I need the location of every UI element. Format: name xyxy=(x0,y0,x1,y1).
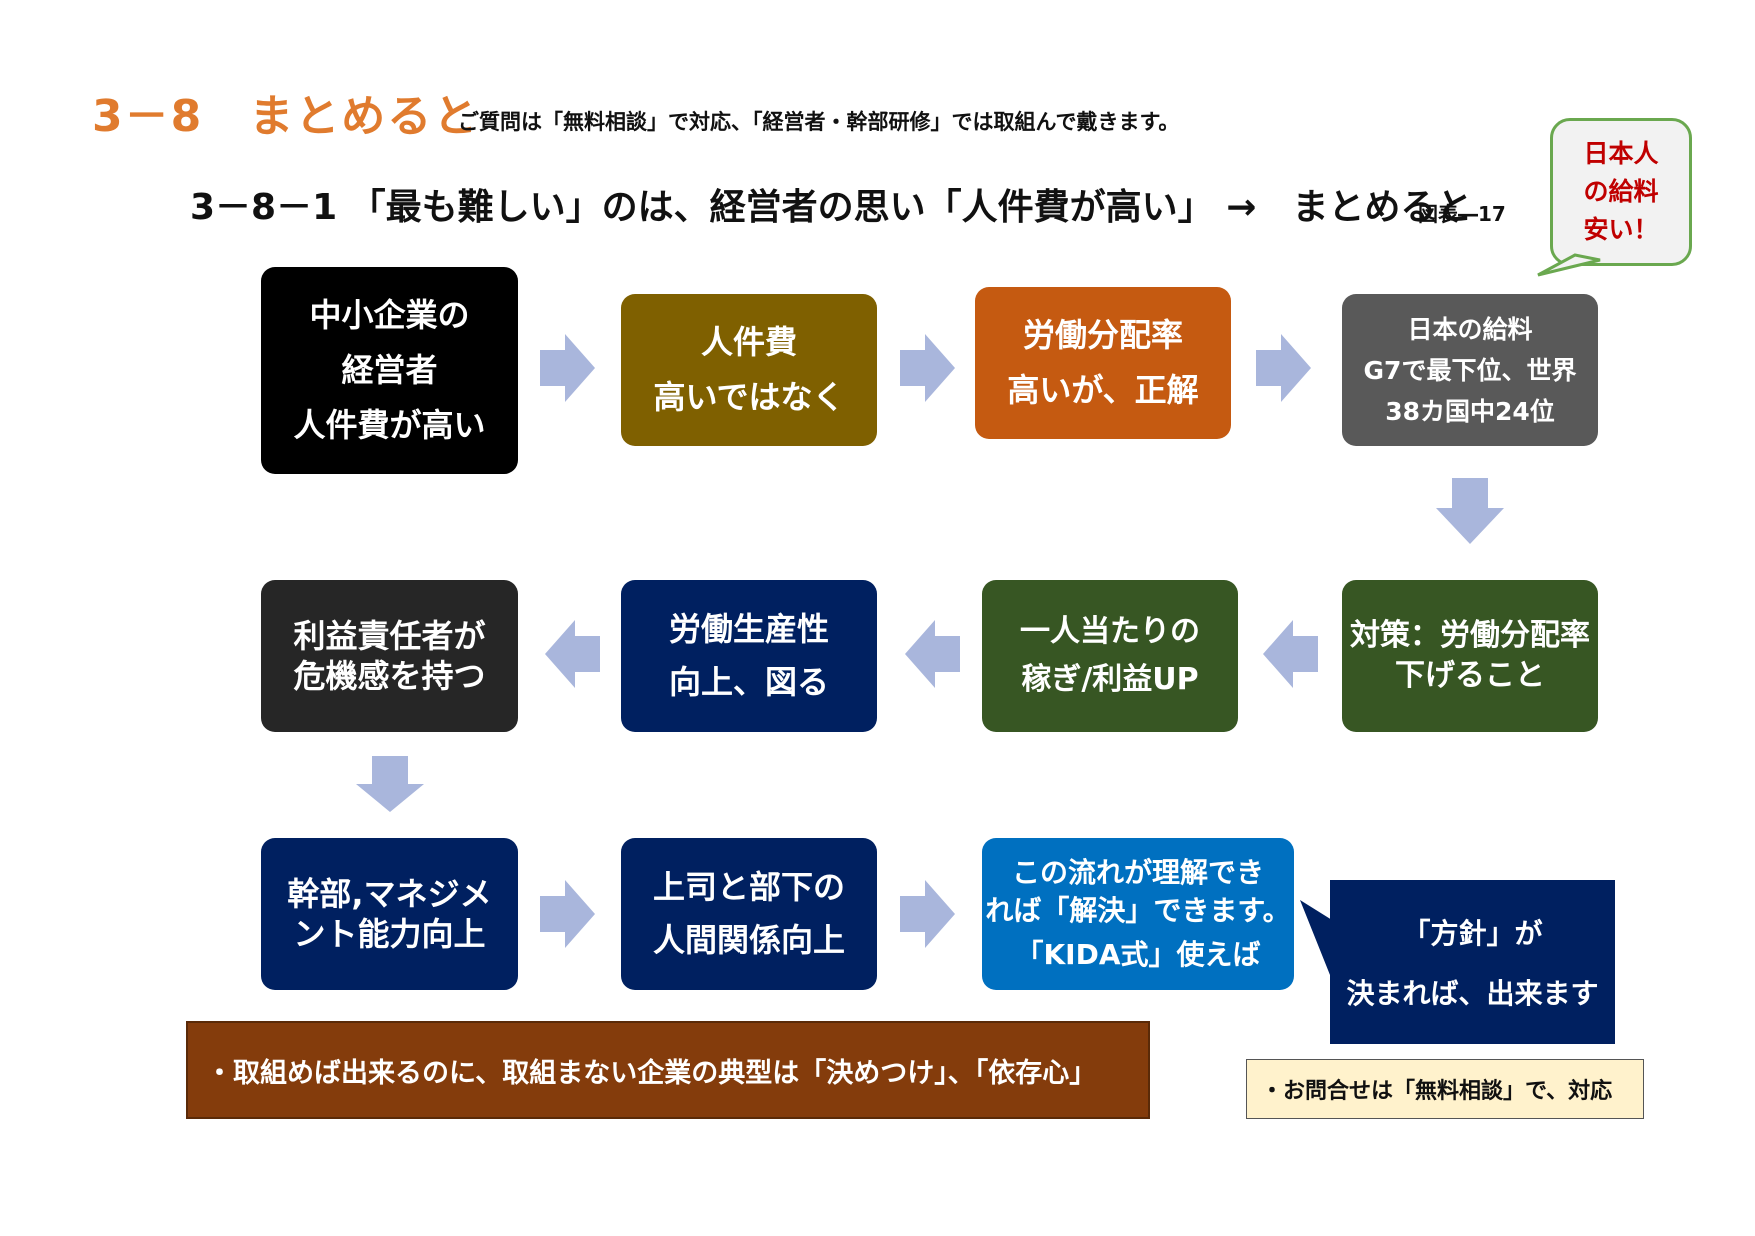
box-line: ント能力向上 xyxy=(293,915,486,953)
japan-salary-callout: 日本人 の給料 安い！ xyxy=(1550,118,1692,266)
box-line: 一人当たりの xyxy=(1020,614,1200,649)
callout-line-2: の給料 xyxy=(1583,177,1659,206)
box-labor-cost: 人件費 高いではなく xyxy=(621,294,877,446)
box-earnings-up: 一人当たりの 稼ぎ/利益UP xyxy=(982,580,1238,732)
callout-line-1: 日本人 xyxy=(1583,139,1659,168)
section-title: 3－8 まとめると xyxy=(92,91,480,142)
box-line: 人間関係向上 xyxy=(652,921,845,959)
callout-tail xyxy=(1537,253,1601,277)
typical-company-banner: ・取組めば出来るのに、取組まない企業の典型は「決めつけ」、「依存心」 xyxy=(186,1021,1150,1119)
box-line: 人件費 xyxy=(700,323,797,361)
policy-bubble: 「方針」が 決まれば、出来ます xyxy=(1330,880,1615,1044)
arrow-right-1 xyxy=(540,334,595,402)
box-line: 日本の給料 xyxy=(1407,314,1533,344)
box-countermeasure: 対策：労働分配率 下げること xyxy=(1342,580,1598,732)
box-management-skill: 幹部,マネジメ ント能力向上 xyxy=(261,838,518,990)
box-sme-manager: 中小企業の 経営者 人件費が高い xyxy=(261,267,518,474)
box-line: れば「解決」できます。 xyxy=(985,894,1291,927)
box-line: 危機感を持つ xyxy=(293,657,486,695)
inquiry-note: ・お問合せは「無料相談」で、対応 xyxy=(1246,1059,1644,1119)
box-line: G7で最下位、世界 xyxy=(1363,355,1577,385)
arrow-right-3 xyxy=(1256,334,1311,402)
box-labor-share: 労働分配率 高いが、正解 xyxy=(975,287,1231,439)
box-line: 中小企業の xyxy=(309,296,470,334)
bubble-tail xyxy=(1300,900,1332,980)
box-japan-salary: 日本の給料 G7で最下位、世界 38カ国中24位 xyxy=(1342,294,1598,446)
box-line: この流れが理解でき xyxy=(1011,856,1264,889)
box-line: 幹部,マネジメ xyxy=(287,875,492,913)
box-line: 稼ぎ/利益UP xyxy=(1021,662,1199,697)
box-line: 38カ国中24位 xyxy=(1385,396,1555,426)
box-line: 高いではなく xyxy=(653,378,845,416)
bubble-line-2: 決まれば、出来ます xyxy=(1346,977,1599,1010)
arrow-right-5 xyxy=(900,880,955,948)
arrow-down-2 xyxy=(356,756,424,812)
arrow-right-2 xyxy=(900,334,955,402)
callout-line-3: 安い！ xyxy=(1583,215,1659,244)
box-line: 高いが、正解 xyxy=(1007,371,1199,409)
arrow-left-2 xyxy=(905,620,960,688)
box-line: 利益責任者が xyxy=(293,617,486,655)
box-kida-method: この流れが理解でき れば「解決」できます。 「KIDA式」使えば xyxy=(982,838,1294,990)
box-line: 下げること xyxy=(1395,658,1545,693)
section-note: ご質問は「無料相談」で対応、「経営者・幹部研修」では取組んで戴きます。 xyxy=(458,110,1180,134)
box-relationship: 上司と部下の 人間関係向上 xyxy=(621,838,877,990)
box-line: 人件費が高い xyxy=(293,406,486,444)
box-line: 対策：労働分配率 xyxy=(1350,618,1590,653)
box-line: 「KIDA式」使えば xyxy=(1015,938,1261,971)
box-line: 労働分配率 xyxy=(1022,316,1183,354)
subsection-title: 3－8－1 「最も難しい」のは、経営者の思い「人件費が高い」 → まとめると xyxy=(190,187,1473,228)
arrow-left-1 xyxy=(1263,620,1318,688)
box-productivity: 労働生産性 向上、図る xyxy=(621,580,877,732)
figure-label: 図表―17 xyxy=(1418,202,1506,226)
arrow-left-3 xyxy=(545,620,600,688)
box-line: 上司と部下の xyxy=(652,868,845,906)
box-line: 向上、図る xyxy=(668,663,829,701)
arrow-right-4 xyxy=(540,880,595,948)
box-line: 経営者 xyxy=(341,351,438,389)
bubble-line-1: 「方針」が xyxy=(1402,917,1543,950)
box-profit-owner: 利益責任者が 危機感を持つ xyxy=(261,580,518,732)
arrow-down-1 xyxy=(1436,478,1504,544)
box-line: 労働生産性 xyxy=(668,610,829,648)
